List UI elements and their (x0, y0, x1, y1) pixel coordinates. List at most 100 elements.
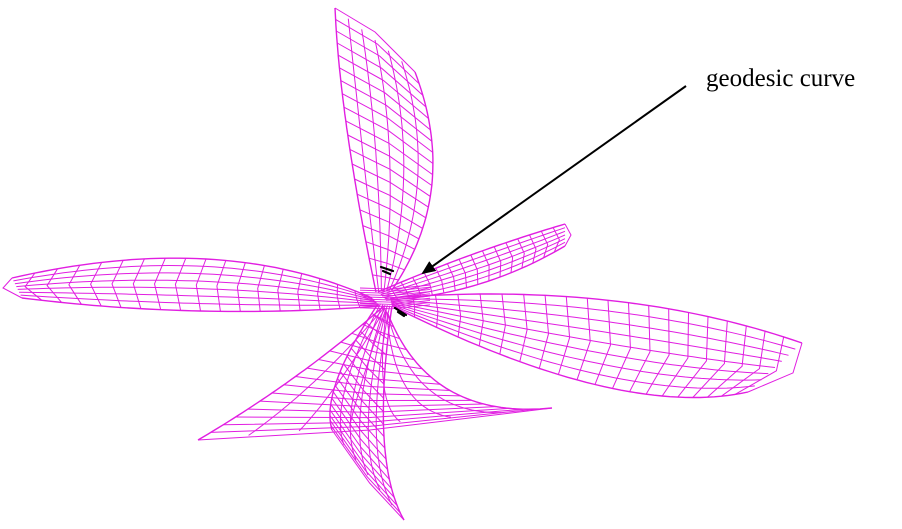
top-petal-longitudinal-line (347, 18, 380, 292)
left-petal-rung (317, 278, 321, 310)
lower-left-petal-longitudinal-line (197, 305, 385, 441)
annotation-arrow (421, 85, 687, 275)
upper-band-rung (564, 223, 572, 247)
left-petal-longitudinal-line (19, 291, 378, 305)
right-petal-rung (661, 312, 689, 397)
top-petal-rung (345, 120, 433, 176)
bottom-petal-longitudinal-line (367, 305, 388, 491)
right-petal-rung (734, 336, 785, 395)
lower-left-petal-rung (271, 392, 472, 402)
right-petal-rung (677, 316, 709, 398)
center-hatch-line (359, 288, 431, 294)
lower-left-petal-rung (307, 367, 441, 385)
right-petal-longitudinal-line (390, 301, 776, 368)
bottom-petal-rung (337, 378, 385, 437)
top-petal-rung (336, 42, 427, 108)
left-petal-longitudinal-line (14, 272, 375, 301)
left-petal-rung (2, 277, 23, 299)
left-petal-rung (132, 258, 145, 309)
right-petal-longitudinal-line (391, 302, 769, 375)
upper-band-rung (446, 263, 456, 291)
top-petal-rung (340, 80, 433, 142)
upper-band-rung (505, 242, 514, 273)
lower-left-petal-longitudinal-line (298, 308, 386, 432)
right-petal-rung (478, 293, 484, 346)
lower-left-petal-rung (329, 350, 423, 370)
upper-band-rung (400, 281, 410, 299)
left-petal-longitudinal-line (20, 294, 379, 306)
top-petal-rung (339, 67, 431, 131)
center-hatch-line (359, 304, 431, 310)
top-petal-rung (349, 148, 431, 197)
upper-band-rung (470, 254, 479, 285)
bottom-petal-rung (330, 425, 401, 514)
right-petal-rung (519, 294, 528, 362)
right-petal-rung (747, 342, 803, 393)
left-petal-rung (174, 258, 187, 311)
bottom-petal-rung (329, 415, 395, 498)
top-petal-rung (351, 163, 429, 208)
left-petal-rung (195, 258, 207, 312)
top-petal-rung (343, 106, 434, 164)
lower-left-petal-rung (259, 400, 484, 408)
bottom-petal-rung (339, 371, 384, 425)
wireframe-mesh (2, 7, 803, 521)
geodesic-curve-mark (393, 306, 408, 317)
upper-band-rung (435, 267, 445, 294)
left-petal-rung (216, 260, 227, 312)
lower-left-petal-longitudinal-line (386, 311, 451, 418)
bottom-petal-longitudinal-line (359, 304, 386, 476)
top-petal-rung (362, 225, 415, 250)
upper-band-rung (481, 250, 490, 281)
bottom-petal-rung (330, 403, 390, 480)
upper-band-rung (493, 246, 502, 278)
center-hatch-line (359, 295, 431, 301)
bottom-petal-rung (331, 397, 388, 470)
right-petal-rung (612, 302, 631, 389)
right-petal-rung (435, 295, 439, 328)
top-petal-rung (365, 241, 411, 261)
right-petal-rung (557, 296, 571, 375)
center-hatch-line (359, 302, 431, 308)
upper-band-rung (552, 227, 560, 253)
left-petal-rung (68, 264, 82, 305)
top-petal-rung (347, 134, 433, 186)
geodesic-curve-mark (396, 310, 406, 318)
center-hatch-line (359, 286, 431, 292)
lower-left-petal-rung (210, 408, 538, 433)
center-hatch-line (359, 297, 431, 303)
upper-band-rung (423, 272, 433, 296)
geodesic-curve-mark (379, 265, 395, 273)
lower-left-petal-rung (295, 376, 451, 391)
left-petal-longitudinal-line (16, 279, 376, 302)
top-petal-rung (356, 193, 423, 229)
left-petal-rung (277, 269, 284, 312)
bottom-petal-rung (365, 322, 389, 340)
left-petal-rung (46, 268, 62, 303)
right-petal-rung (576, 298, 591, 380)
geodesic-curve-mark (381, 269, 392, 276)
bottom-petal-rung (332, 391, 387, 460)
right-petal-rung (692, 320, 728, 398)
upper-band-longitudinal-line (380, 230, 566, 296)
bottom-petal-rung (360, 331, 387, 356)
left-petal-rung (257, 265, 265, 312)
upper-band-longitudinal-line (379, 227, 566, 294)
right-petal-longitudinal-line (391, 304, 755, 389)
left-petal-rung (354, 290, 361, 308)
top-petal-rung (337, 54, 429, 119)
bottom-petal-rung (334, 385, 386, 449)
top-petal-longitudinal-line (374, 39, 391, 292)
bottom-petal-longitudinal-line (349, 304, 384, 461)
center-hatch-line (359, 293, 431, 299)
top-petal-rung (336, 30, 424, 96)
top-petal-rung (342, 93, 434, 153)
lower-left-petal-rung (197, 407, 553, 441)
left-petal-rung (90, 262, 103, 307)
top-petal-rung (335, 18, 420, 85)
top-petal-rung (359, 209, 420, 240)
top-petal-longitudinal-line (388, 61, 419, 291)
right-petal-longitudinal-line (390, 299, 789, 356)
bottom-petal-rung (355, 339, 386, 371)
top-petal-rung (334, 7, 416, 73)
